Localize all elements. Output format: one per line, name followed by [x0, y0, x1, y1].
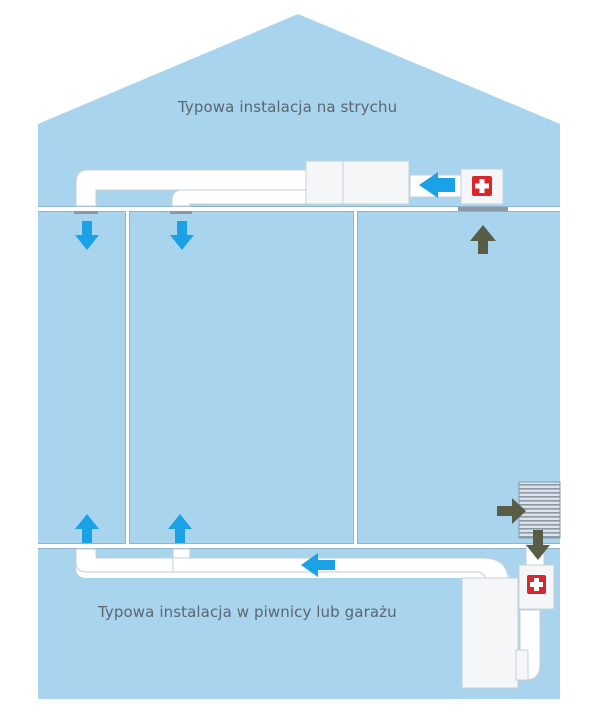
attic-filter-box-icon — [460, 168, 504, 205]
blue-arrow-icon — [170, 221, 194, 250]
wall-post-right — [353, 211, 358, 544]
basement-filter-box-icon — [518, 564, 555, 610]
wall-vent-grille-icon — [518, 481, 561, 539]
basement-ventilation-unit — [461, 577, 529, 689]
blue-arrow-icon — [75, 221, 99, 250]
dark-arrow-icon — [526, 530, 550, 560]
blue-arrow-icon — [75, 514, 99, 543]
attic-installation-label: Typowa instalacja na strychu — [178, 98, 398, 116]
attic-vent-grille-icon — [458, 207, 508, 211]
ceiling-diffuser-2 — [170, 211, 192, 214]
attic-floor — [38, 206, 560, 212]
dark-arrow-icon — [470, 225, 496, 254]
blue-arrow-icon — [301, 553, 335, 577]
basement-installation-label: Typowa instalacja w piwnicy lub garażu — [98, 603, 397, 621]
attic-ventilation-unit — [305, 160, 410, 205]
dark-arrow-icon — [497, 498, 526, 524]
basement-ceiling — [38, 543, 560, 549]
ceiling-diffuser-1 — [74, 211, 98, 214]
blue-arrow-icon — [419, 172, 455, 198]
wall-post-left — [125, 211, 130, 544]
blue-arrow-icon — [168, 514, 192, 543]
